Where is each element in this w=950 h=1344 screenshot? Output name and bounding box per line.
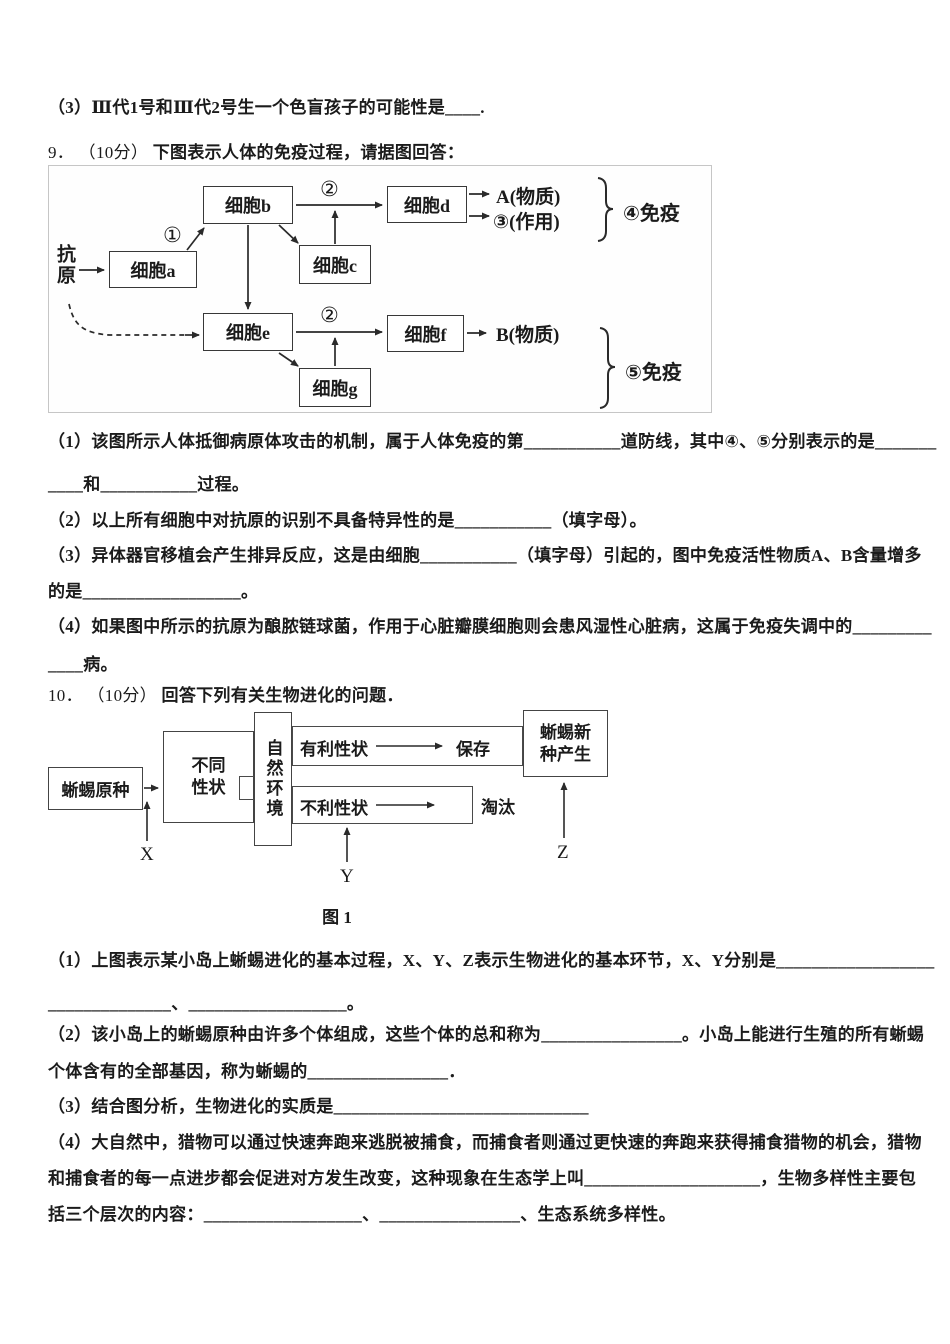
- unfavorable-traits-label: 不利性状: [300, 799, 368, 818]
- new-species-box: 蜥蜴新 种产生: [523, 710, 608, 777]
- new-species-line1: 蜥蜴新: [540, 722, 591, 742]
- favorable-track: [292, 726, 523, 766]
- immunity-4-label: ④免疫: [623, 203, 680, 225]
- label-z: Z: [557, 842, 569, 863]
- cell-d-box: 细胞d: [387, 186, 467, 223]
- evolution-diagram-arrows: [143, 742, 568, 862]
- cell-c-box: 细胞c: [299, 245, 371, 284]
- substance-a-label: A(物质): [496, 187, 561, 208]
- traits-environment-connector: [239, 776, 255, 800]
- substance-b-label: B(物质): [496, 325, 560, 346]
- natural-environment-box: 自然环境: [254, 712, 292, 846]
- immune-diagram-arrows: [68, 177, 616, 409]
- figure-1-caption: 图 1: [322, 908, 352, 927]
- favorable-traits-label: 有利性状: [300, 740, 368, 759]
- q10-line-1: （1）上图表示某小岛上蜥蜴进化的基本过程，X、Y、Z表示生物进化的基本环节，X、…: [48, 951, 935, 970]
- q10-line-2: ______________、__________________。: [48, 994, 365, 1013]
- unfavorable-track: [292, 786, 473, 824]
- different-traits-line1: 不同: [191, 756, 226, 775]
- label-x: X: [140, 844, 154, 865]
- q10-line-8: 括三个层次的内容：__________________、____________…: [48, 1205, 676, 1224]
- question-10-title: 回答下列有关生物进化的问题．: [161, 686, 404, 705]
- step-2-circle-bottom: ②: [320, 303, 339, 327]
- different-traits-line2: 性状: [191, 778, 226, 797]
- q10-line-5: （3）结合图分析，生物进化的实质是_______________________…: [48, 1097, 589, 1116]
- question-10-heading: 10． （10分） 回答下列有关生物进化的问题．: [48, 681, 404, 706]
- question-10-points: （10分）: [87, 686, 157, 705]
- cell-e-box: 细胞e: [203, 313, 293, 351]
- q10-line-7: 和捕食者的每一点进步都会促进对方发生改变，这种现象在生态学上叫_________…: [48, 1169, 916, 1188]
- antigen-label: 抗原: [54, 244, 75, 286]
- cell-f-box: 细胞f: [387, 315, 464, 352]
- q9-line-1: （1）该图所示人体抵御病原体攻击的机制，属于人体免疫的第___________道…: [48, 432, 937, 451]
- new-species-line2: 种产生: [540, 744, 591, 764]
- immune-process-diagram: 抗原 细胞a 细胞b 细胞c 细胞d 细胞e 细胞f 细胞g ① ② ② A(物…: [48, 165, 712, 413]
- kept-label: 保存: [456, 740, 490, 759]
- evolution-diagram: 蜥蜴原种 不同 性状 自然环境 有利性状 保存 不利性状 淘汰 蜥蜴新 种产生 …: [48, 705, 610, 937]
- q9-line-2: ____和___________过程。: [48, 475, 250, 494]
- question-9-heading: 9． （10分） 下图表示人体的免疫过程，请据图回答：: [48, 138, 464, 163]
- q9-line-7: ____病。: [48, 655, 118, 674]
- q9-line-6: （4）如果图中所示的抗原为酿脓链球菌，作用于心脏瓣膜细胞则会患风湿性心脏病，这属…: [48, 617, 932, 636]
- step-2-circle-top: ②: [320, 177, 339, 201]
- q9-line-3: （2）以上所有细胞中对抗原的识别不具备特异性的是___________（填字母）…: [48, 511, 647, 530]
- different-traits-box: 不同 性状: [163, 731, 254, 823]
- question-10-number: 10．: [48, 686, 83, 705]
- label-y: Y: [340, 866, 354, 887]
- cell-b-box: 细胞b: [203, 186, 293, 224]
- q10-line-3: （2）该小岛上的蜥蜴原种由许多个体组成，这些个体的总和称为___________…: [48, 1025, 925, 1044]
- question-9-title: 下图表示人体的免疫过程，请据图回答：: [152, 143, 465, 162]
- q9-line-4: （3）异体器官移植会产生排异反应，这是由细胞___________（填字母）引起…: [48, 546, 922, 565]
- question-8-part3: （3）Ⅲ代1号和Ⅲ代2号生一个色盲孩子的可能性是____.: [48, 98, 485, 117]
- cell-g-box: 细胞g: [299, 368, 371, 407]
- question-9-number: 9．: [48, 143, 75, 162]
- q10-line-4: 个体含有的全部基因，称为蜥蜴的________________．: [48, 1062, 466, 1081]
- origin-species-box: 蜥蜴原种: [48, 767, 143, 810]
- immunity-5-label: ⑤免疫: [625, 362, 682, 384]
- q9-line-5: 的是__________________。: [48, 582, 259, 601]
- question-9-points: （10分）: [78, 143, 149, 162]
- q10-line-6: （4）大自然中，猎物可以通过快速奔跑来逃脱被捕食，而捕食者则通过更快速的奔跑来获…: [48, 1133, 922, 1152]
- cell-a-box: 细胞a: [109, 251, 197, 288]
- effect-3-label: ③(作用): [493, 212, 560, 233]
- step-1-circle: ①: [163, 223, 182, 247]
- eliminated-label: 淘汰: [481, 798, 515, 817]
